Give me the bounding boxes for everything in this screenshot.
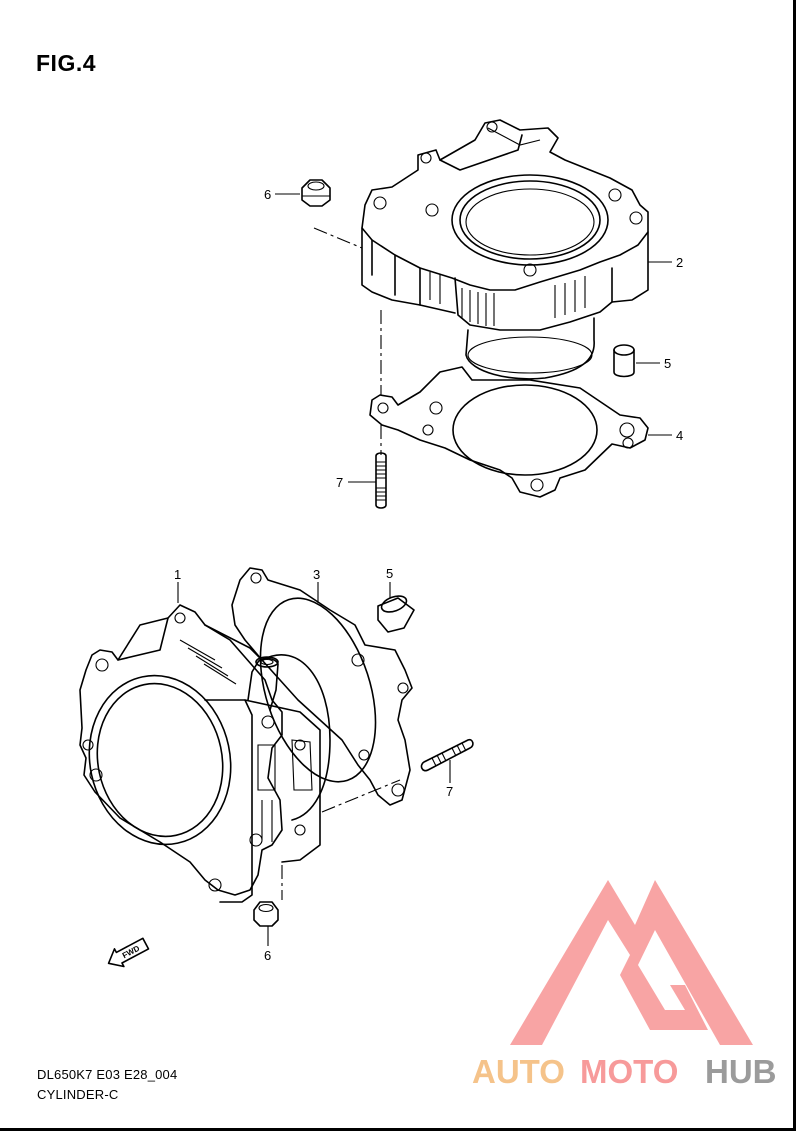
- lower-nut-part-6: [253, 901, 279, 927]
- callout-upper-4: 4: [676, 428, 683, 443]
- callout-lower-1: 1: [174, 567, 181, 582]
- watermark-auto: AUTO: [472, 1053, 565, 1090]
- upper-nut-part-6: [301, 179, 331, 207]
- upper-cylinder-part-2: [361, 119, 649, 380]
- watermark-hub: HUB: [705, 1053, 777, 1090]
- callout-lower-3: 3: [313, 567, 320, 582]
- footer-diagram-code: DL650K7 E03 E28_004: [37, 1067, 178, 1082]
- lower-dowel-part-5: [377, 595, 415, 633]
- automotohub-watermark-logo: AUTO MOTO HUB: [472, 880, 777, 1090]
- callout-upper-2: 2: [676, 255, 683, 270]
- watermark-triangle-icon: [510, 880, 753, 1045]
- callout-lower-6: 6: [264, 948, 271, 963]
- callout-lower-7: 7: [446, 784, 453, 799]
- callout-upper-6: 6: [264, 187, 271, 202]
- upper-stud-part-7: [375, 452, 387, 509]
- callout-upper-5: 5: [664, 356, 671, 371]
- lower-cylinder-part-1: [79, 604, 331, 903]
- figure-title: FIG.4: [36, 50, 97, 76]
- lower-base-gasket-part-3: [231, 567, 413, 806]
- footer-diagram-name: CYLINDER-C: [37, 1087, 119, 1102]
- callout-lower-5: 5: [386, 566, 393, 581]
- callout-upper-7: 7: [336, 475, 343, 490]
- fwd-arrow-icon: FWD: [107, 937, 150, 968]
- upper-base-gasket-part-4: [369, 366, 649, 498]
- upper-dowel-part-5: [613, 344, 635, 378]
- watermark-moto: MOTO: [580, 1053, 678, 1090]
- lower-stud-part-7: [420, 738, 474, 772]
